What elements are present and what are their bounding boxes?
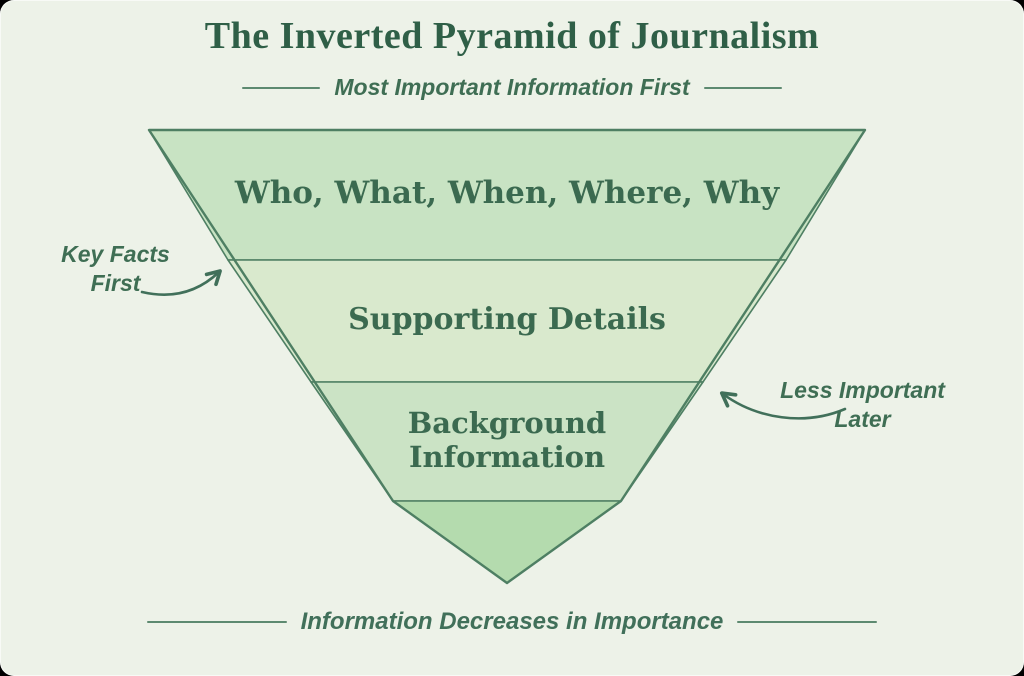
bottom-caption: Information Decreases in Importance xyxy=(0,608,1024,636)
pyramid-outline xyxy=(147,128,867,585)
pyramid-level-1-shape xyxy=(148,129,866,261)
left-rule-bottom xyxy=(146,621,287,623)
bottom-caption-text: Information Decreases in Importance xyxy=(300,608,724,635)
less-important-line-2: Later xyxy=(834,405,891,432)
right-rule-bottom xyxy=(737,621,878,623)
key-facts-line-2: First xyxy=(90,269,141,296)
pyramid-level-2-shape xyxy=(227,259,787,383)
right-rule-top xyxy=(703,86,782,89)
top-caption: Most Important Information First xyxy=(0,74,1024,101)
left-rule-top xyxy=(242,86,321,89)
less-important-arrow xyxy=(719,391,847,420)
key-facts-arrow xyxy=(140,269,222,296)
top-caption-text: Most Important Information First xyxy=(334,74,690,100)
key-facts-line-1: Key Facts xyxy=(61,241,170,267)
pyramid-level-3-shape xyxy=(310,381,704,502)
key-facts-annotation: Key Facts First xyxy=(38,240,193,298)
less-important-annotation: Less Important Later xyxy=(765,376,960,434)
page-title: The Inverted Pyramid of Journalism xyxy=(204,15,820,57)
less-important-line-1: Less Important xyxy=(780,377,945,403)
pyramid-tip-shape xyxy=(392,500,622,584)
